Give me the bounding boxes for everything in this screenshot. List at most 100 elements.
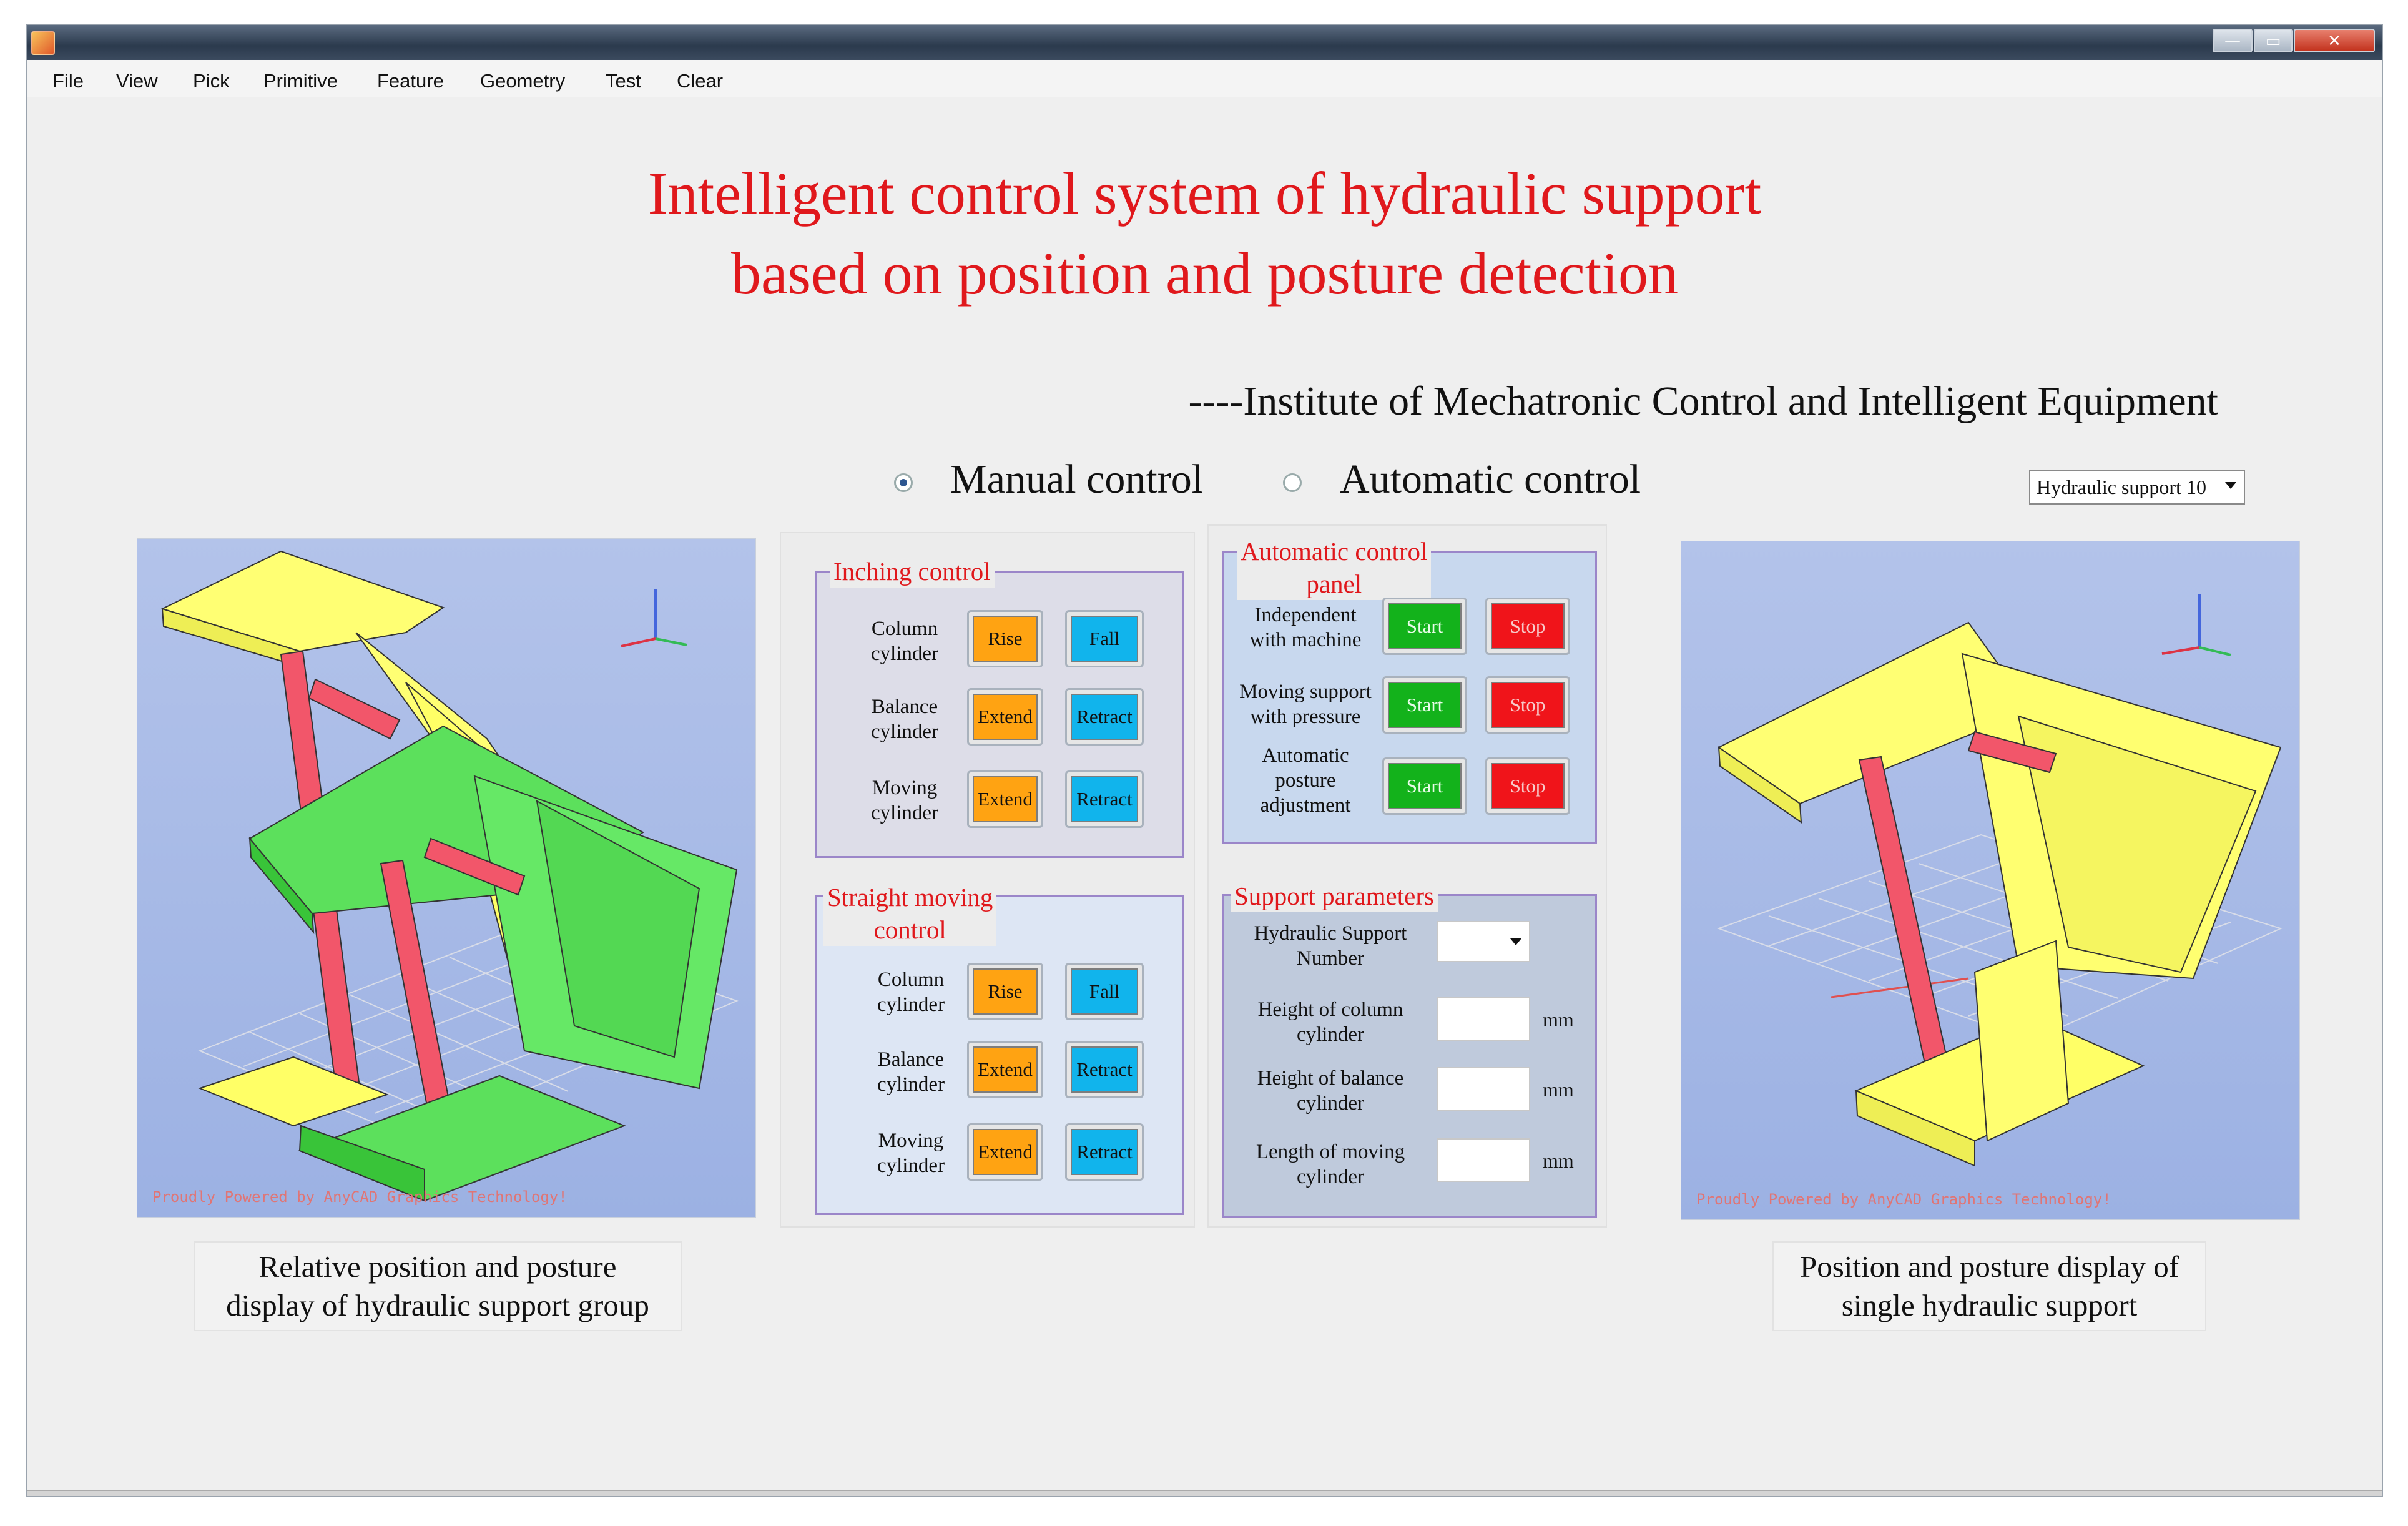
chevron-down-icon [1510,938,1521,945]
inching-moving-extend-button[interactable]: Extend [967,770,1043,828]
chevron-down-icon [2225,482,2236,489]
page-subtitle: ----Institute of Mechatronic Control and… [1188,378,2218,424]
straight-moving-title: Straight moving control [823,881,997,946]
label-line: Moving [878,1130,944,1152]
button-label: Start [1388,603,1462,649]
menu-clear[interactable]: Clear [677,70,724,92]
moving-support-start-button[interactable]: Start [1382,676,1467,734]
menu-file[interactable]: File [52,70,84,92]
button-label: Start [1388,763,1462,809]
label-line: cylinder [877,1154,945,1177]
label-line: cylinder [1296,1092,1365,1115]
independent-stop-button[interactable]: Stop [1485,598,1570,655]
inching-moving-retract-button[interactable]: Retract [1065,770,1144,828]
title-line: control [873,915,946,944]
support-parameters-title: Support parameters [1231,880,1438,912]
button-label: Retract [1071,1046,1138,1093]
manual-control-radio[interactable] [894,473,913,492]
menu-feature[interactable]: Feature [377,70,444,92]
label-line: Column [871,618,938,640]
menu-primitive[interactable]: Primitive [263,70,338,92]
single-support-3d-viewport[interactable]: Proudly Powered by AnyCAD Graphics Techn… [1681,541,2300,1220]
straight-moving-retract-button[interactable]: Retract [1065,1123,1144,1181]
label-line: cylinder [877,1073,945,1096]
menu-pick[interactable]: Pick [193,70,230,92]
inching-column-fall-button[interactable]: Fall [1065,610,1144,667]
inching-balance-retract-button[interactable]: Retract [1065,688,1144,746]
group-3d-viewport[interactable]: Proudly Powered by AnyCAD Graphics Techn… [137,538,756,1218]
support-select[interactable]: Hydraulic support 10 [2029,470,2245,505]
label-line: Balance [871,696,938,718]
title-line: Straight moving [827,883,993,912]
close-button[interactable]: ✕ [2294,29,2375,52]
group-view-caption: Relative position and posture display of… [194,1241,682,1331]
caption-line: single hydraulic support [1841,1288,2138,1322]
single-support-scene [1717,594,2283,1167]
label-line: Balance [877,1048,945,1071]
menu-bar [27,60,2382,97]
caption-line: Relative position and posture [258,1249,617,1284]
menu-test[interactable]: Test [606,70,641,92]
straight-moving-extend-button[interactable]: Extend [967,1123,1043,1181]
label-line: Height of balance [1257,1067,1404,1090]
independent-start-button[interactable]: Start [1382,598,1467,655]
manual-control-label[interactable]: Manual control [950,456,1204,502]
straight-column-rise-button[interactable]: Rise [967,963,1043,1020]
straight-balance-retract-button[interactable]: Retract [1065,1041,1144,1098]
column-height-input[interactable] [1437,997,1530,1041]
label-line: cylinder [870,802,939,824]
moving-length-unit: mm [1543,1149,1574,1172]
menu-view[interactable]: View [116,70,158,92]
menu-geometry[interactable]: Geometry [480,70,566,92]
posture-adjustment-stop-button[interactable]: Stop [1485,757,1570,815]
button-label: Stop [1491,763,1565,809]
label-line: Moving [872,777,938,799]
support-number-select[interactable] [1437,921,1530,962]
moving-length-input[interactable] [1437,1138,1530,1182]
inching-column-rise-button[interactable]: Rise [967,610,1043,667]
automatic-control-label[interactable]: Automatic control [1340,456,1641,502]
label-line: cylinder [870,642,939,665]
button-label: Retract [1071,1129,1138,1175]
label-line: Independent [1254,604,1357,626]
automatic-control-radio[interactable] [1283,473,1302,492]
label-line: Number [1296,947,1365,970]
watermark-text: Proudly Powered by AnyCAD Graphics Techn… [1696,1191,2111,1208]
app-window: — ▭ ✕ File View Pick Primitive Feature G… [26,24,2383,1497]
label-line: cylinder [1296,1166,1365,1188]
page-title-line2: based on position and posture detection [730,240,1678,307]
button-label: Extend [973,1046,1038,1093]
inching-moving-label: Moving cylinder [842,775,967,825]
moving-support-stop-button[interactable]: Stop [1485,676,1570,734]
page-title-line1: Intelligent control system of hydraulic … [647,160,1762,227]
posture-adjustment-start-button[interactable]: Start [1382,757,1467,815]
label-line: cylinder [877,993,945,1016]
label-line: Column [877,968,945,991]
button-label: Rise [973,616,1038,662]
minimize-button[interactable]: — [2213,29,2253,52]
straight-balance-extend-button[interactable]: Extend [967,1041,1043,1098]
button-label: Stop [1491,603,1565,649]
inching-balance-extend-button[interactable]: Extend [967,688,1043,746]
caption-line: Position and posture display of [1799,1249,2179,1284]
button-label: Rise [973,968,1038,1015]
button-label: Extend [973,694,1038,740]
moving-length-label: Length of moving cylinder [1237,1140,1424,1189]
maximize-button[interactable]: ▭ [2254,29,2293,52]
label-line: adjustment [1260,794,1351,817]
label-line: Moving support [1239,681,1372,703]
straight-column-fall-button[interactable]: Fall [1065,963,1144,1020]
title-line: panel [1306,569,1362,598]
balance-height-input[interactable] [1437,1067,1530,1111]
label-line: Length of moving [1256,1141,1405,1163]
